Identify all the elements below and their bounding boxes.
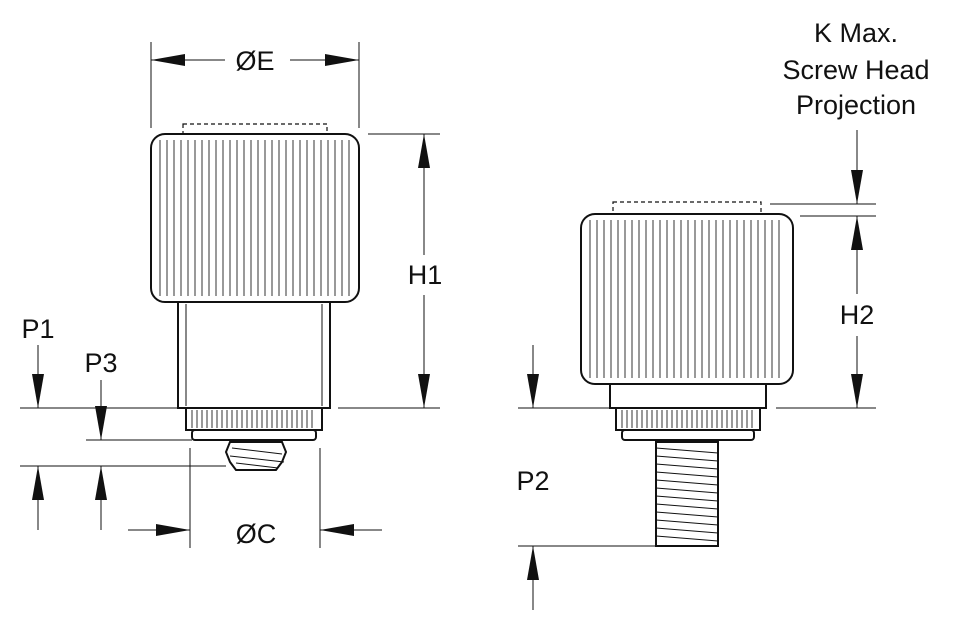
thread-line xyxy=(655,463,719,470)
label-h1: H1 xyxy=(408,260,443,290)
right-fastener xyxy=(580,201,794,547)
left-knurl-lines xyxy=(159,140,350,296)
right-knurl-ring xyxy=(615,407,761,431)
label-p1: P1 xyxy=(21,314,54,344)
left-ring-base xyxy=(191,429,317,441)
right-ring-base xyxy=(621,429,755,441)
thread-line xyxy=(655,455,719,462)
arrow-h2-top xyxy=(851,216,863,250)
arrow-p2-bottom xyxy=(527,546,539,580)
right-knurled-head xyxy=(580,213,794,385)
thread-line xyxy=(655,511,719,518)
arrow-p1-bottom xyxy=(32,466,44,500)
left-ring-knurl-lines xyxy=(191,410,313,428)
arrow-c-left xyxy=(156,524,190,536)
label-dia-c: ØC xyxy=(236,519,277,549)
right-head-recess-dashed xyxy=(612,201,762,217)
arrow-p3-top xyxy=(95,406,107,440)
thread-line xyxy=(655,535,719,542)
right-thread xyxy=(655,441,719,547)
label-dia-e: ØE xyxy=(235,46,274,76)
right-collar xyxy=(609,383,767,409)
label-k-line3: Projection xyxy=(796,90,916,120)
arrow-h1-top xyxy=(418,134,430,168)
thread-line xyxy=(655,471,719,478)
left-thread-stub xyxy=(224,441,288,471)
arrow-e-right xyxy=(325,54,359,66)
thread-line xyxy=(655,487,719,494)
left-fastener xyxy=(150,123,360,471)
arrow-h1-bottom xyxy=(418,374,430,408)
label-h2: H2 xyxy=(840,300,875,330)
arrow-h2-bottom xyxy=(851,374,863,408)
right-knurl-lines xyxy=(589,220,780,378)
label-p2: P2 xyxy=(516,466,549,496)
label-p3: P3 xyxy=(84,348,117,378)
thread-line xyxy=(655,527,719,534)
arrow-c-right xyxy=(320,524,354,536)
thread-line xyxy=(655,447,719,454)
label-k-line1: K Max. xyxy=(814,18,898,48)
right-ring-knurl-lines xyxy=(621,410,753,428)
dimension-lines xyxy=(20,42,876,610)
label-k-line2: Screw Head xyxy=(782,55,929,85)
arrow-p3-bottom xyxy=(95,466,107,500)
thread-line xyxy=(655,519,719,526)
arrow-k-down xyxy=(851,170,863,204)
arrow-p1-top xyxy=(32,374,44,408)
thread-line xyxy=(655,495,719,502)
arrow-e-left xyxy=(151,54,185,66)
thread-line xyxy=(655,479,719,486)
thread-line xyxy=(655,503,719,510)
arrow-p2-top xyxy=(527,374,539,408)
left-sleeve xyxy=(177,301,331,409)
